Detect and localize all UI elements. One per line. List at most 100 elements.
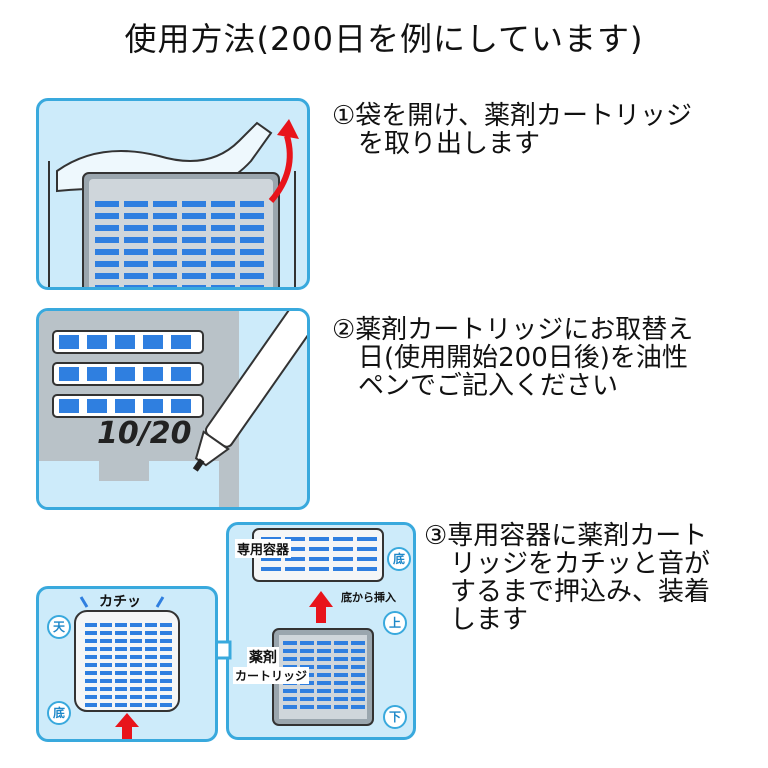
vent-slot	[240, 201, 264, 207]
vent-slot	[211, 225, 235, 231]
vent-slot	[351, 665, 365, 669]
vent-slot	[182, 225, 206, 231]
vent-slot	[85, 655, 97, 659]
vent-slot	[115, 663, 127, 667]
vent-slot	[333, 537, 353, 541]
vent-slot	[85, 671, 97, 675]
vent-slot	[145, 655, 157, 659]
vent-slot	[171, 399, 191, 413]
vent-slot	[115, 679, 127, 683]
vent-slot	[95, 249, 119, 255]
vent-slot	[211, 201, 235, 207]
vent-slot	[285, 537, 305, 541]
step1-illustration	[36, 98, 310, 290]
vent-slot	[285, 547, 305, 551]
vent-slot	[211, 237, 235, 243]
vent-slot	[59, 367, 79, 381]
vent-slot	[145, 623, 157, 627]
vent-slot	[95, 273, 119, 279]
vent-slot	[145, 631, 157, 635]
vent-slot	[130, 631, 142, 635]
vent-slot	[85, 623, 97, 627]
step3-text: ③専用容器に薬剤カート リッジをカチッと音が するまで押込み、装着 します	[424, 521, 711, 635]
vent-slot	[87, 335, 107, 349]
vent-slot	[100, 663, 112, 667]
vent-slot	[153, 201, 177, 207]
step3-result-illustration: カチッ 天 底	[36, 586, 218, 742]
vent-slot	[300, 641, 314, 645]
vent-slot	[95, 237, 119, 243]
vent-slot	[115, 695, 127, 699]
vent-slot	[95, 201, 119, 207]
vent-slot	[240, 225, 264, 231]
vent-slot	[153, 273, 177, 279]
down-badge: 下	[383, 705, 407, 729]
vent-slot	[153, 285, 177, 287]
vent-slot	[130, 687, 142, 691]
vent-slot	[182, 201, 206, 207]
vent-slot	[145, 703, 157, 707]
vent-slot	[285, 567, 305, 571]
vent-slot	[100, 623, 112, 627]
vent-slot	[160, 655, 172, 659]
vent-slot	[153, 261, 177, 267]
vent-slot	[85, 687, 97, 691]
vent-slot	[115, 631, 127, 635]
vent-slot	[285, 557, 305, 561]
vent-slot	[309, 547, 329, 551]
vent-slot	[115, 639, 127, 643]
vent-slot	[351, 689, 365, 693]
vent-slot	[160, 687, 172, 691]
bottom-badge: 底	[387, 547, 411, 571]
vent-slot	[130, 679, 142, 683]
vent-slot	[357, 537, 377, 541]
vent-slot	[261, 567, 281, 571]
vent-slot	[160, 695, 172, 699]
vent-slot	[115, 647, 127, 651]
vent-slot	[115, 703, 127, 707]
vent-slot	[160, 671, 172, 675]
vent-slot	[317, 681, 331, 685]
vent-slot	[100, 639, 112, 643]
vent-slot	[95, 225, 119, 231]
vent-slot	[124, 249, 148, 255]
vent-slot	[143, 399, 163, 413]
vent-slot	[130, 647, 142, 651]
vent-slot	[124, 213, 148, 219]
vent-slot	[95, 213, 119, 219]
vent-slot	[115, 399, 135, 413]
vent-slot	[160, 663, 172, 667]
step3-insert-illustration: 専用容器 底 底から挿入 上 下 薬剤 カートリッジ	[226, 522, 416, 740]
vent-slot	[160, 647, 172, 651]
vent-slot	[182, 237, 206, 243]
vent-slot	[317, 705, 331, 709]
vent-slot	[240, 285, 264, 287]
vent-slot	[334, 689, 348, 693]
vent-slot	[115, 367, 135, 381]
vent-slot	[240, 249, 264, 255]
vent-slot	[153, 249, 177, 255]
click-label: カチッ	[99, 594, 141, 610]
vent-slot	[115, 623, 127, 627]
vent-slot	[100, 655, 112, 659]
vent-slot	[240, 273, 264, 279]
vent-slot	[211, 285, 235, 287]
vent-slot	[85, 663, 97, 667]
vent-slot	[351, 657, 365, 661]
vent-slot	[300, 689, 314, 693]
vent-slot	[85, 639, 97, 643]
vent-slot	[351, 649, 365, 653]
vent-slot	[145, 663, 157, 667]
step2-illustration: 10/20	[36, 308, 310, 510]
vent-slot	[160, 639, 172, 643]
vent-slot	[357, 557, 377, 561]
vent-slot	[95, 261, 119, 267]
vent-slot	[283, 649, 297, 653]
vent-slot	[130, 655, 142, 659]
vent-slot	[171, 335, 191, 349]
vent-slot	[124, 201, 148, 207]
vent-slot	[317, 657, 331, 661]
vent-slot	[100, 687, 112, 691]
vent-slot	[115, 671, 127, 675]
floor-badge: 底	[47, 701, 71, 725]
